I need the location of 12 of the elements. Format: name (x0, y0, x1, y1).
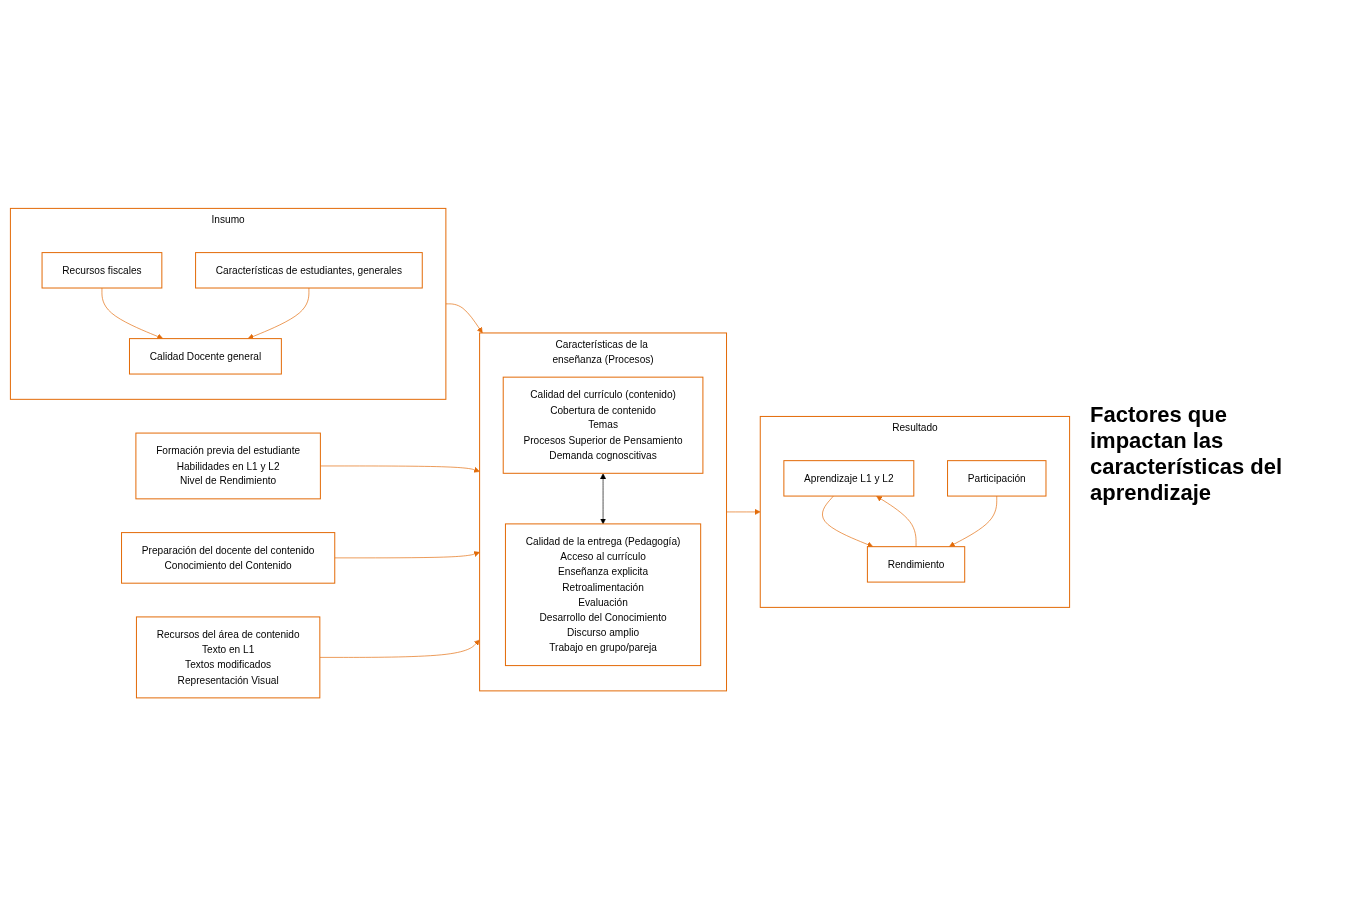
node-box: Calidad Docente general (129, 338, 282, 375)
node-box: Rendimiento (866, 546, 966, 583)
node-box: Calidad de la entrega (Pedagogía) Acceso al currículo Enseñanza explicita Retroalimentación Evaluación Desarrollo del Conocimiento Discurso amplio Trabajo en grupo/pareja (504, 523, 702, 667)
node-box: Recursos fiscales (41, 252, 163, 289)
node-box: Aprendizaje L1 y L2 (783, 460, 915, 497)
node-box: Características de estudiantes, generales (195, 252, 423, 289)
node-box: Recursos del área de contenido Texto en L1 Textos modificados Representación Visual (135, 616, 321, 699)
node-box: Calidad del currículo (contenido) Cobertura de contenido Temas Procesos Superior de Pensamiento Demanda cognoscitivas (502, 377, 704, 475)
node-box: Formación previa del estudiante Habilidades en L1 y L2 Nivel de Rendimiento (135, 432, 321, 500)
node-box: Preparación del docente del contenido Conocimiento del Contenido (121, 532, 336, 585)
note-text: Factores que impactan las características del aprendizaje (1090, 401, 1284, 506)
node-box: Participación (947, 460, 1047, 497)
